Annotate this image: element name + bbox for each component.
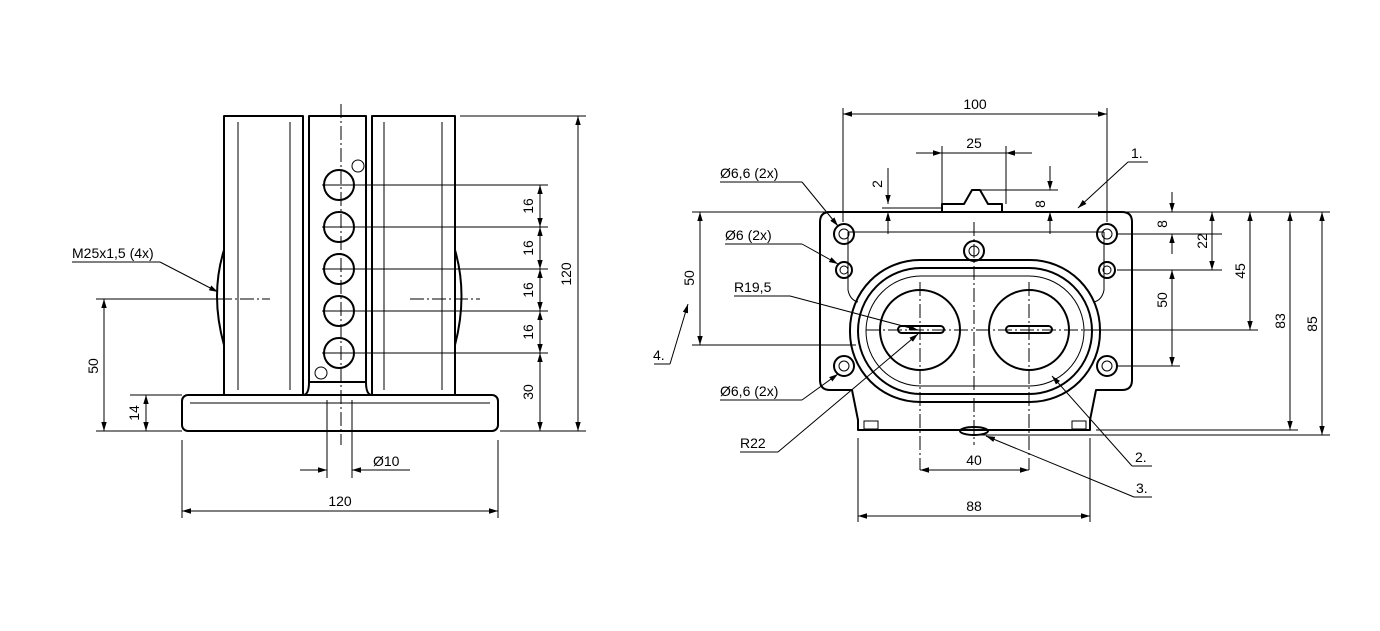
gasket-outer bbox=[849, 259, 1101, 403]
callout-radius-outer: R22 bbox=[740, 435, 766, 451]
hole-row bbox=[314, 159, 365, 380]
dim-right-45: 45 bbox=[1232, 263, 1248, 279]
dim-left-50: 50 bbox=[681, 270, 697, 286]
mount-hole bbox=[833, 223, 855, 245]
dim-pitch-3: 16 bbox=[520, 282, 536, 298]
foot-right bbox=[1071, 420, 1087, 430]
housing-right-column bbox=[371, 115, 456, 395]
thread-boss-left bbox=[216, 249, 225, 346]
dim-pitch-2: 16 bbox=[520, 240, 536, 256]
mount-hole bbox=[835, 261, 853, 279]
mount-hole bbox=[1098, 261, 1116, 279]
top-view: 100 25 2 8 1. 8 22 bbox=[653, 96, 1330, 522]
dim-bottom-offset: 30 bbox=[520, 384, 536, 400]
dim-overall-width: 100 bbox=[963, 96, 987, 112]
central-channel bbox=[308, 115, 367, 383]
callout-hole-mid: Ø6 (2x) bbox=[725, 227, 772, 243]
mount-hole bbox=[1096, 355, 1118, 377]
mount-hole bbox=[833, 355, 855, 377]
callout-radius-inner: R19,5 bbox=[734, 279, 772, 295]
dim-width: 120 bbox=[328, 493, 352, 509]
dim-lug-gap: 2 bbox=[869, 180, 885, 188]
dim-pitch-1: 16 bbox=[520, 198, 536, 214]
dim-thread-height: 50 bbox=[85, 358, 101, 374]
small-hole bbox=[351, 159, 365, 173]
dim-hole-dia: Ø10 bbox=[373, 453, 400, 469]
dim-right-8: 8 bbox=[1154, 220, 1170, 228]
item-3: 3. bbox=[1136, 480, 1148, 496]
dim-right-83: 83 bbox=[1272, 313, 1288, 329]
dim-right-85: 85 bbox=[1304, 316, 1320, 332]
mount-hole bbox=[1096, 223, 1118, 245]
small-hole bbox=[314, 366, 328, 380]
callout-hole-top: Ø6,6 (2x) bbox=[720, 165, 778, 181]
foot-left bbox=[863, 420, 879, 430]
callout-hole-bottom: Ø6,6 (2x) bbox=[720, 383, 778, 399]
dim-center-spacing: 40 bbox=[966, 452, 982, 468]
dim-height: 120 bbox=[558, 262, 574, 286]
front-view: 16 16 16 16 30 120 50 14 M25x1,5 (4x) 12… bbox=[72, 104, 586, 518]
base-flange bbox=[181, 394, 499, 432]
dim-foot-width: 88 bbox=[966, 498, 982, 514]
housing-left-column bbox=[223, 115, 304, 395]
dim-right-22: 22 bbox=[1194, 233, 1210, 249]
top-lug bbox=[941, 189, 1003, 212]
flange-outline bbox=[819, 211, 1133, 431]
thread-boss-right bbox=[454, 249, 463, 346]
item-2: 2. bbox=[1135, 449, 1147, 465]
gasket-inner bbox=[857, 267, 1093, 395]
item-4: 4. bbox=[653, 347, 665, 363]
dim-lug-width: 25 bbox=[966, 135, 982, 151]
dim-base-thickness: 14 bbox=[126, 405, 142, 421]
dim-right-50: 50 bbox=[1154, 292, 1170, 308]
thread-callout: M25x1,5 (4x) bbox=[72, 245, 154, 261]
dim-pitch-4: 16 bbox=[520, 324, 536, 340]
item-1: 1. bbox=[1131, 145, 1143, 161]
dim-lug-height: 8 bbox=[1032, 200, 1048, 208]
